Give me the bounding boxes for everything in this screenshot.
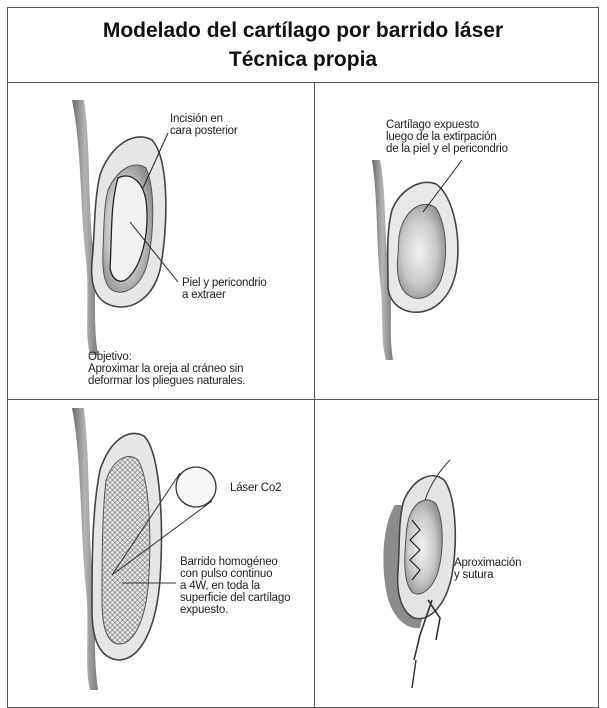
panel-laser-illustration bbox=[72, 408, 216, 690]
panel-exposed-illustration bbox=[372, 160, 462, 360]
forceps-handle bbox=[412, 660, 416, 688]
label-exposed-cartilage: Cartílago expuesto luego de la extirpaci… bbox=[386, 119, 508, 155]
label-suture: Aproximación y sutura bbox=[454, 557, 521, 581]
panel-incision-illustration bbox=[72, 100, 178, 355]
panel-suture-illustration bbox=[383, 460, 455, 688]
label-incision: Incisión en cara posterior bbox=[170, 113, 238, 137]
laser-spot-magnifier bbox=[176, 467, 216, 507]
label-skin-pericondrio: Piel y pericondrio a extraer bbox=[182, 277, 267, 301]
label-sweep: Barrido homogéneo con pulso continuo a 4… bbox=[180, 556, 290, 616]
label-objective: Objetivo: Aproximar la oreja al cráneo s… bbox=[88, 351, 245, 387]
label-laser: Láser Co2 bbox=[230, 482, 281, 494]
laser-sweep-pattern bbox=[102, 457, 150, 644]
